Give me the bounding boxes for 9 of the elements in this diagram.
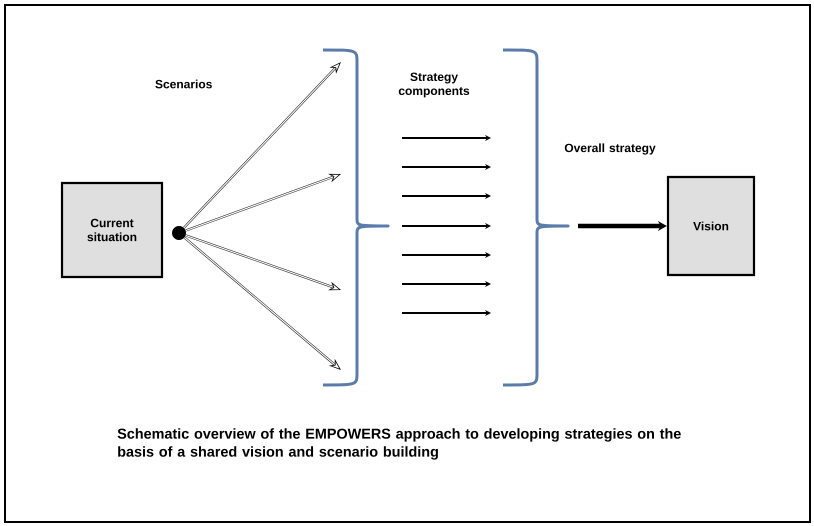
text-label: Overall strategy [564,143,656,155]
process-box: Vision [666,176,756,276]
arrow [184,236,341,370]
text-label: Scenarios [155,80,212,88]
caption: Schematic overview of the EMPOWERS approach to developing strategies on the basis of a shared vision and scenario building [118,428,681,460]
process-box: Current situation [60,182,164,278]
dot [172,226,186,240]
arrow [183,62,341,229]
text-label: Strategy components [398,72,470,98]
